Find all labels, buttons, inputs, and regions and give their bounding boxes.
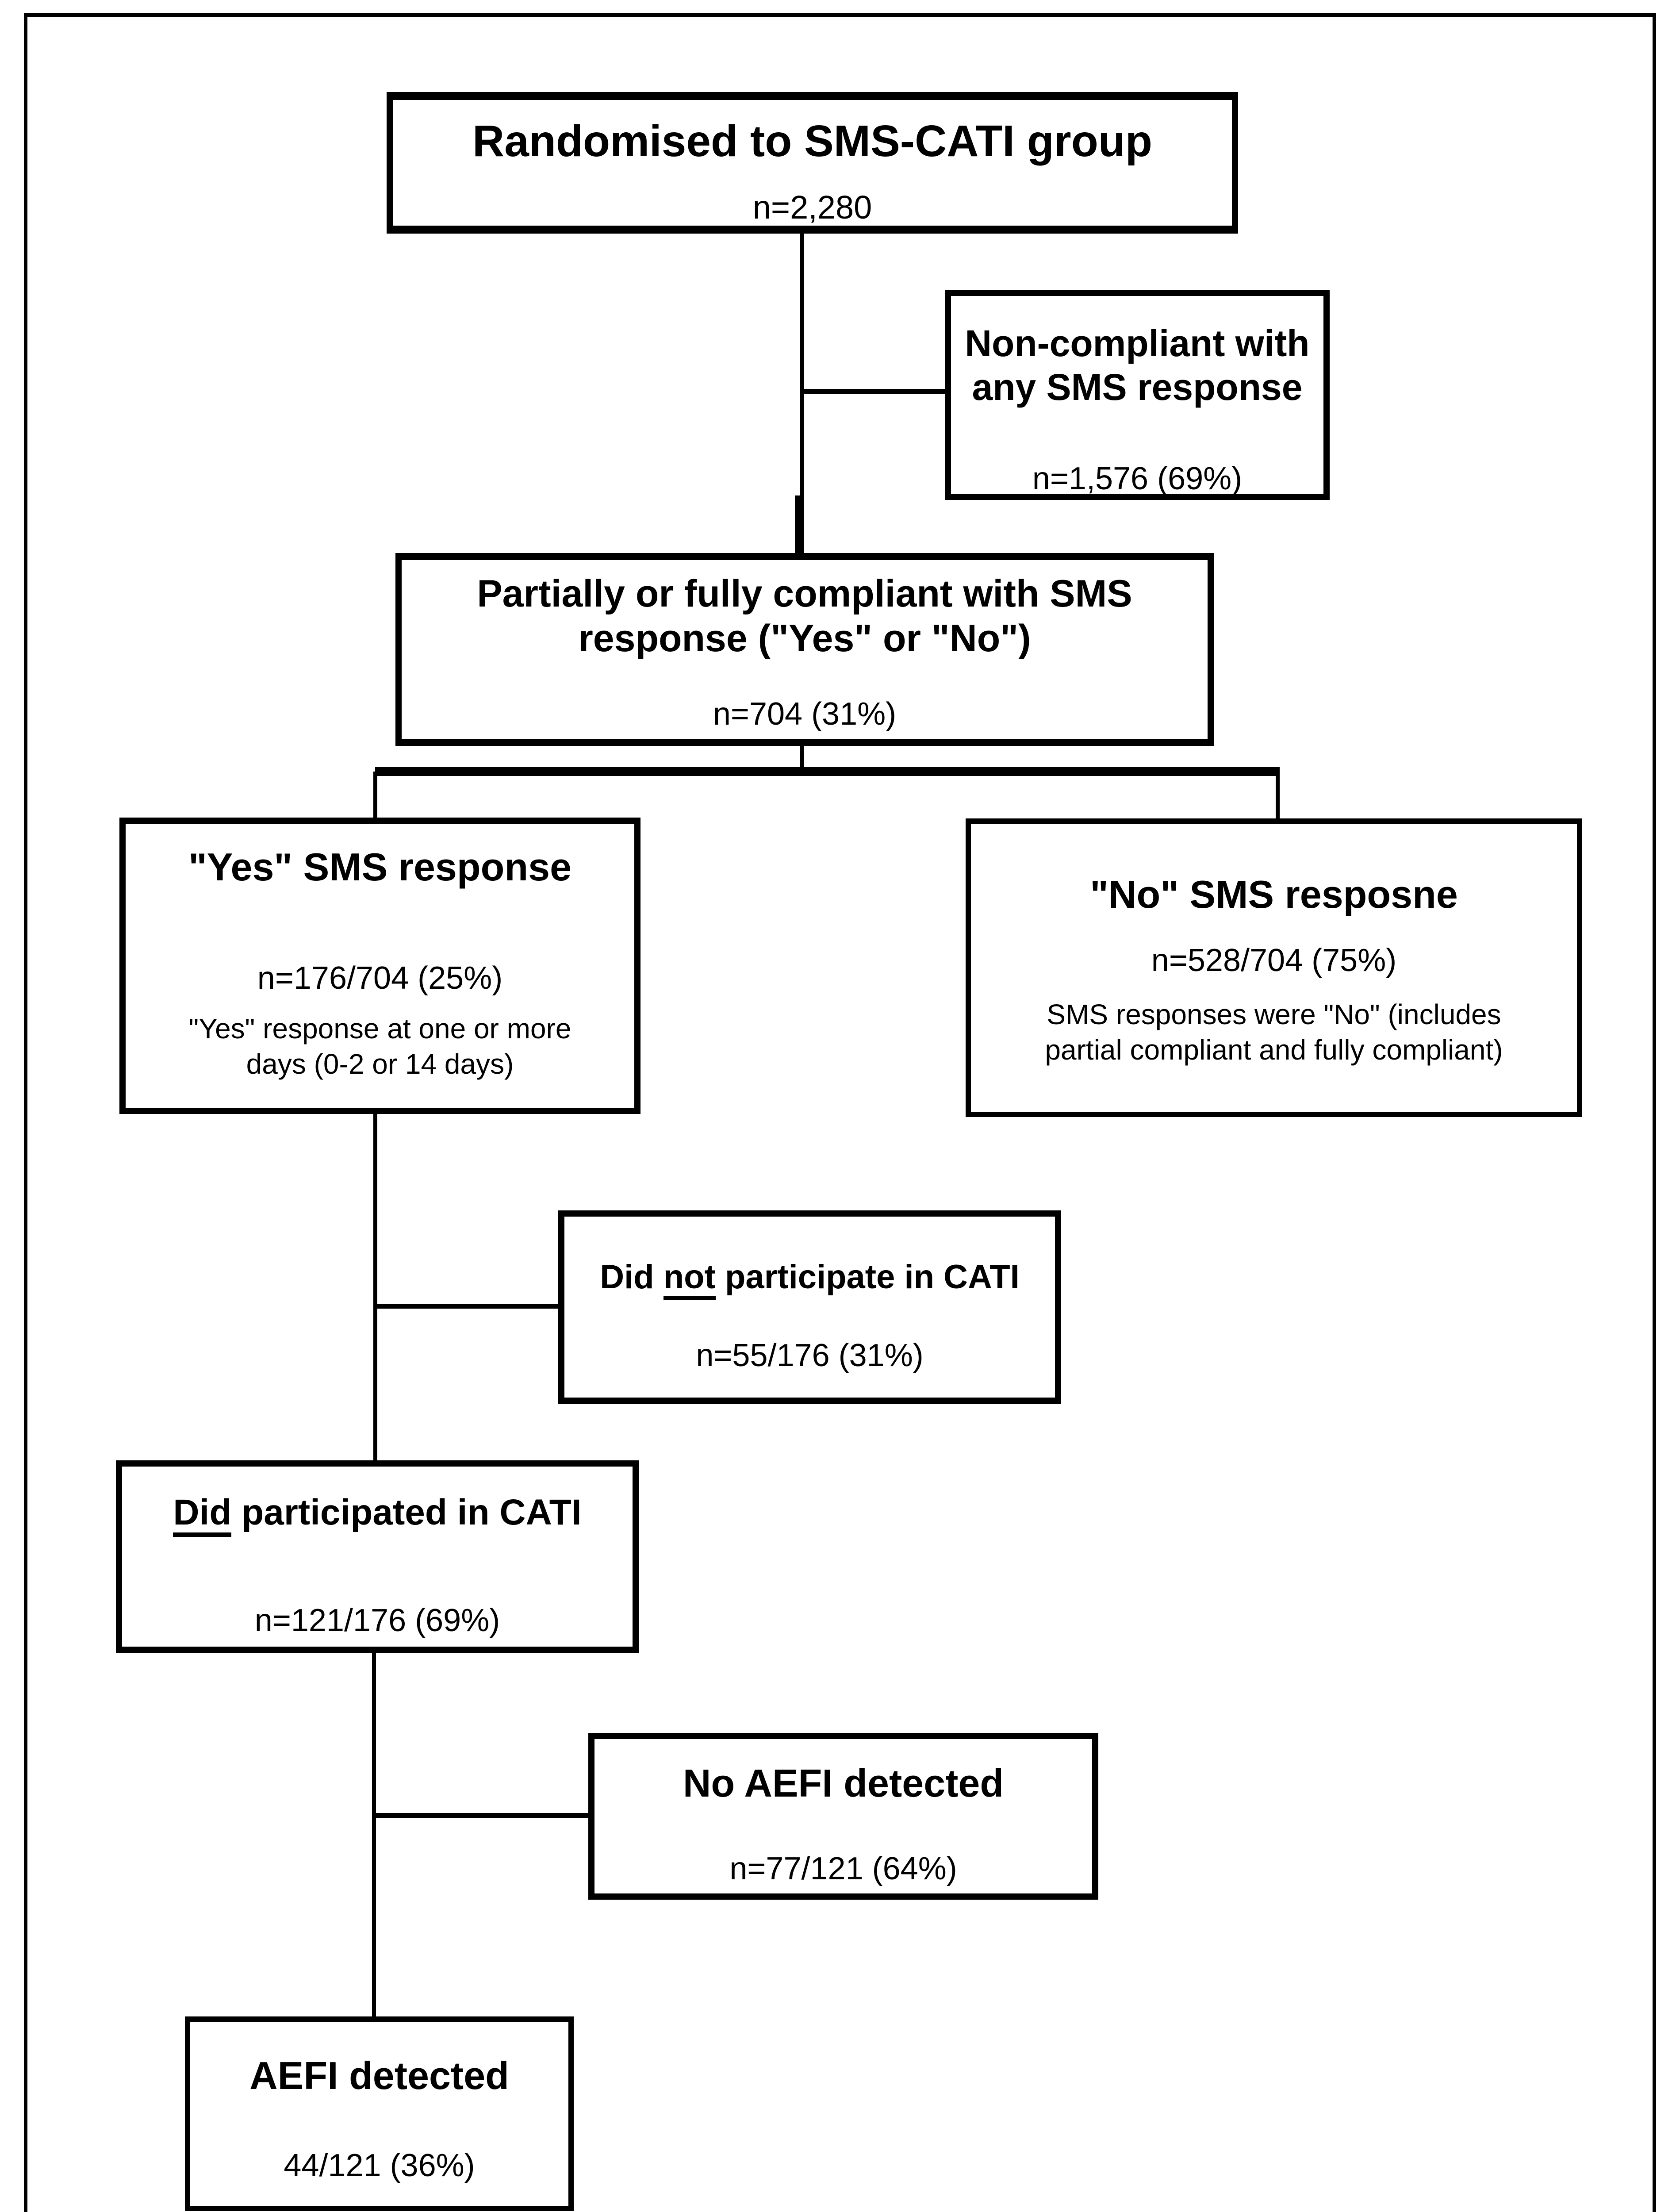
branch-drop-to-no (1276, 772, 1280, 821)
title-text-post: participate in CATI (715, 1258, 1020, 1296)
connector-to-did-not-cati (375, 1304, 561, 1309)
box-title-line2: response ("Yes" or "No") (578, 617, 1031, 660)
box-count: n=2,280 (752, 189, 872, 226)
title-underlined-word: not (663, 1260, 716, 1300)
connector-yes-to-did-cati (373, 1114, 377, 1463)
box-title: Randomised to SMS-CATI group (472, 116, 1152, 166)
box-count: n=77/121 (64%) (729, 1851, 957, 1886)
box-title-line1: Non-compliant with (965, 323, 1310, 364)
box-note-line1: "Yes" response at one or more (188, 1013, 571, 1045)
box-title: Did not participate in CATI (600, 1257, 1020, 1300)
flowchart-box-randomised: Randomised to SMS-CATI group n=2,280 (387, 92, 1238, 234)
box-note: "Yes" response at one or more days (0-2 … (189, 1011, 571, 1082)
box-count: n=1,576 (69%) (1032, 461, 1243, 497)
flowchart-box-compliant: Partially or fully compliant with SMS re… (395, 553, 1214, 746)
box-count: n=121/176 (69%) (254, 1603, 500, 1638)
box-note-line1: SMS responses were "No" (includes (1047, 998, 1501, 1031)
flowchart-box-non-compliant: Non-compliant with any SMS response n=1,… (945, 290, 1330, 500)
box-title: "No" SMS resposne (1090, 872, 1458, 916)
figure-outer-border (24, 13, 1656, 2212)
flowchart-box-did-not-participate-cati: Did not participate in CATI n=55/176 (31… (558, 1210, 1061, 1404)
box-note: SMS responses were "No" (includes partia… (1045, 997, 1503, 1068)
flowchart-box-yes-sms-response: "Yes" SMS response n=176/704 (25%) "Yes"… (119, 818, 640, 1114)
box-title-line1: Partially or fully compliant with SMS (477, 572, 1132, 615)
connector-to-non-compliant (800, 389, 947, 394)
box-title-line2: any SMS response (972, 366, 1303, 408)
title-text-pre: Did (600, 1258, 663, 1296)
flowchart-box-no-sms-response: "No" SMS resposne n=528/704 (75%) SMS re… (966, 818, 1582, 1117)
box-count: n=55/176 (31%) (696, 1338, 924, 1373)
box-count: n=704 (31%) (713, 696, 897, 732)
flowchart-box-aefi-detected: AEFI detected 44/121 (36%) (185, 2016, 574, 2211)
title-text-post: participated in CATI (231, 1492, 582, 1532)
box-count: n=176/704 (25%) (257, 960, 503, 996)
box-count: 44/121 (36%) (284, 2147, 475, 2183)
box-count: n=528/704 (75%) (1151, 942, 1397, 978)
box-note-line2: days (0-2 or 14 days) (246, 1048, 514, 1080)
connector-compliant-to-branch (800, 746, 804, 772)
flowchart-box-no-aefi-detected: No AEFI detected n=77/121 (64%) (588, 1733, 1098, 1900)
connector-did-cati-to-aefi (372, 1653, 376, 2019)
connector-trunk-thick-segment (795, 495, 802, 554)
branch-drop-to-yes (373, 772, 377, 820)
box-note-line2: partial compliant and fully compliant) (1045, 1034, 1503, 1066)
box-title: No AEFI detected (683, 1761, 1004, 1805)
box-title: Partially or fully compliant with SMS re… (477, 572, 1132, 661)
box-title: AEFI detected (249, 2054, 509, 2097)
box-title: Did participated in CATI (173, 1491, 582, 1537)
title-underlined-word: Did (173, 1494, 232, 1537)
branch-horizontal-line (375, 767, 1280, 776)
connector-to-no-aefi (374, 1813, 591, 1818)
box-title: Non-compliant with any SMS response (965, 322, 1309, 409)
flowchart-box-did-participate-cati: Did participated in CATI n=121/176 (69%) (116, 1460, 639, 1653)
box-title: "Yes" SMS response (188, 845, 572, 889)
